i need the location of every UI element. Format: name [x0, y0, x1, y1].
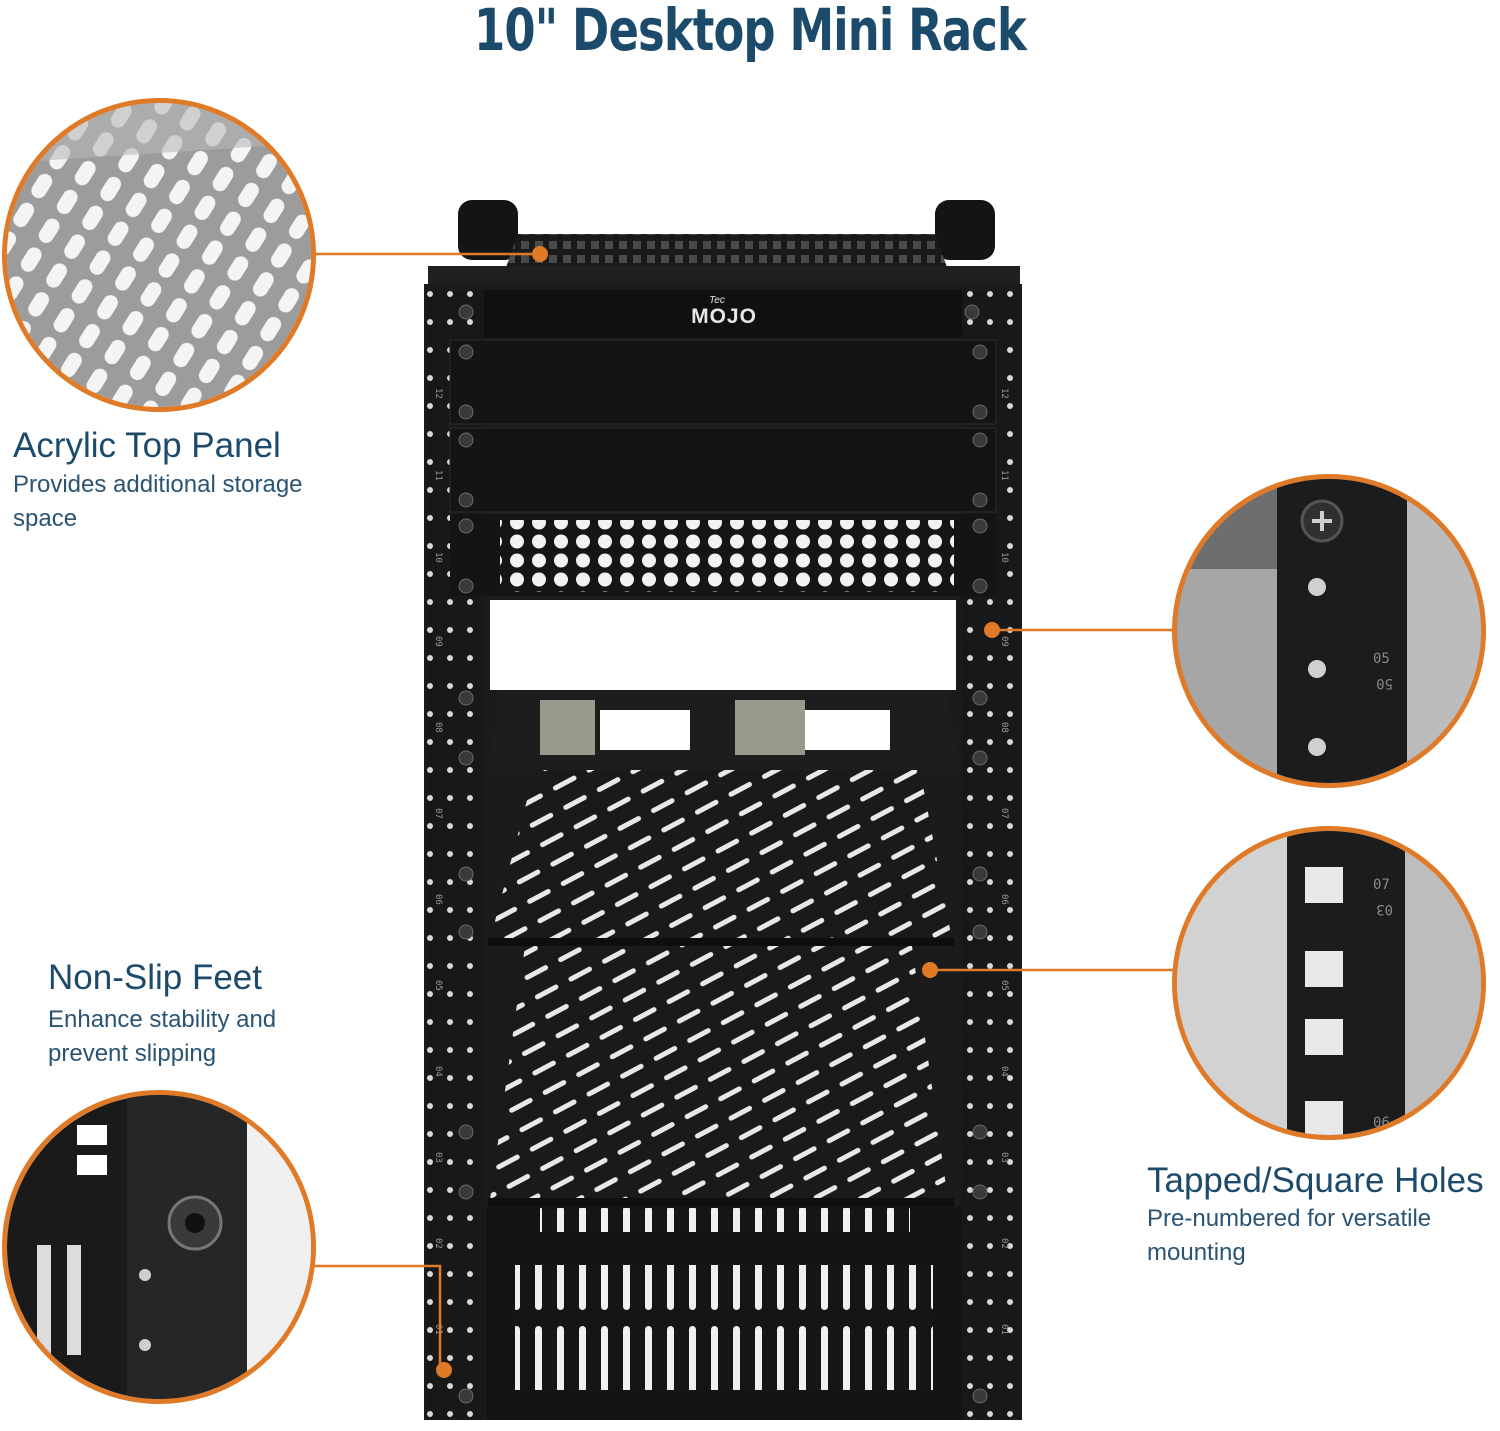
top-panel-detail-circle: [2, 98, 316, 412]
callout-dot-tapped-holes: [984, 622, 1000, 638]
feature-desc-feet-line1: Enhance stability and: [48, 1006, 277, 1033]
brand-logo-main: MOJO: [691, 305, 757, 328]
feature-title-top-panel: Acrylic Top Panel: [13, 426, 281, 465]
foot-closeup: [7, 1095, 311, 1399]
right-handle: [935, 200, 995, 260]
svg-text:02: 02: [433, 1238, 443, 1249]
square-holes-detail-circle: 07 03 06: [1172, 826, 1486, 1140]
callout-dot-feet: [436, 1362, 452, 1378]
svg-text:11: 11: [999, 470, 1009, 481]
callout-dot-top-panel: [532, 246, 548, 262]
svg-text:01: 01: [433, 1324, 443, 1335]
svg-text:03: 03: [433, 1152, 443, 1163]
feature-desc-top-panel-line2: space: [13, 505, 78, 532]
tapped-holes-detail-circle: 05 50: [1172, 474, 1486, 788]
svg-text:09: 09: [433, 636, 443, 647]
square-rail-closeup: 07 03 06: [1177, 831, 1481, 1135]
feature-title-holes: Tapped/Square Holes: [1147, 1161, 1484, 1200]
tapped-rail-closeup: 05 50: [1177, 479, 1481, 783]
rail-label-05: 05: [1373, 651, 1390, 667]
svg-text:05: 05: [433, 980, 443, 991]
brand-logo: Tec MOJO: [684, 296, 764, 328]
blank-panel-2: [449, 427, 997, 513]
shelf-2: [490, 946, 948, 1200]
feature-desc-feet-line2: prevent slipping: [48, 1040, 217, 1067]
rail-label-50: 50: [1376, 675, 1393, 691]
svg-text:02: 02: [999, 1238, 1009, 1249]
svg-text:04: 04: [433, 1066, 443, 1077]
feature-desc-top-panel-line1: Provides additional storage: [13, 471, 303, 498]
blank-panel-1: [449, 339, 997, 425]
svg-text:01: 01: [999, 1324, 1009, 1335]
brand-panel: [484, 290, 962, 338]
feature-desc-holes-line1: Pre-numbered for versatile: [1147, 1205, 1432, 1232]
perforated-panel-closeup: [7, 103, 311, 407]
svg-text:04: 04: [999, 1066, 1009, 1077]
svg-text:10: 10: [999, 552, 1009, 563]
feature-desc-top-panel: Provides additional storage space: [13, 468, 303, 536]
top-panel: [505, 234, 948, 270]
feature-title-feet: Non-Slip Feet: [48, 958, 262, 997]
shelf-1: [490, 770, 952, 940]
callout-dot-square-holes: [922, 962, 938, 978]
svg-text:10: 10: [433, 552, 443, 563]
svg-text:12: 12: [433, 388, 443, 399]
brand-logo-small: Tec: [709, 295, 725, 306]
svg-text:09: 09: [999, 636, 1009, 647]
svg-text:03: 03: [999, 1152, 1009, 1163]
svg-text:05: 05: [999, 980, 1009, 991]
feature-desc-holes-line2: mounting: [1147, 1239, 1246, 1266]
svg-text:07: 07: [433, 808, 443, 819]
page-title: 10" Desktop Mini Rack: [474, 0, 1027, 64]
left-handle: [458, 200, 518, 260]
rail-label-06: 06: [1373, 1115, 1390, 1131]
svg-text:08: 08: [433, 722, 443, 733]
svg-text:06: 06: [999, 894, 1009, 905]
rail-label-07: 07: [1373, 877, 1390, 893]
svg-text:07: 07: [999, 808, 1009, 819]
svg-text:06: 06: [433, 894, 443, 905]
callout-line-feet: [312, 1264, 442, 1370]
feature-desc-holes: Pre-numbered for versatile mounting: [1147, 1202, 1431, 1270]
feet-detail-circle: [2, 1090, 316, 1404]
svg-text:08: 08: [999, 722, 1009, 733]
rail-label-03: 03: [1376, 901, 1393, 917]
svg-text:12: 12: [999, 388, 1009, 399]
feature-desc-feet: Enhance stability and prevent slipping: [48, 1003, 276, 1071]
svg-text:11: 11: [433, 470, 443, 481]
